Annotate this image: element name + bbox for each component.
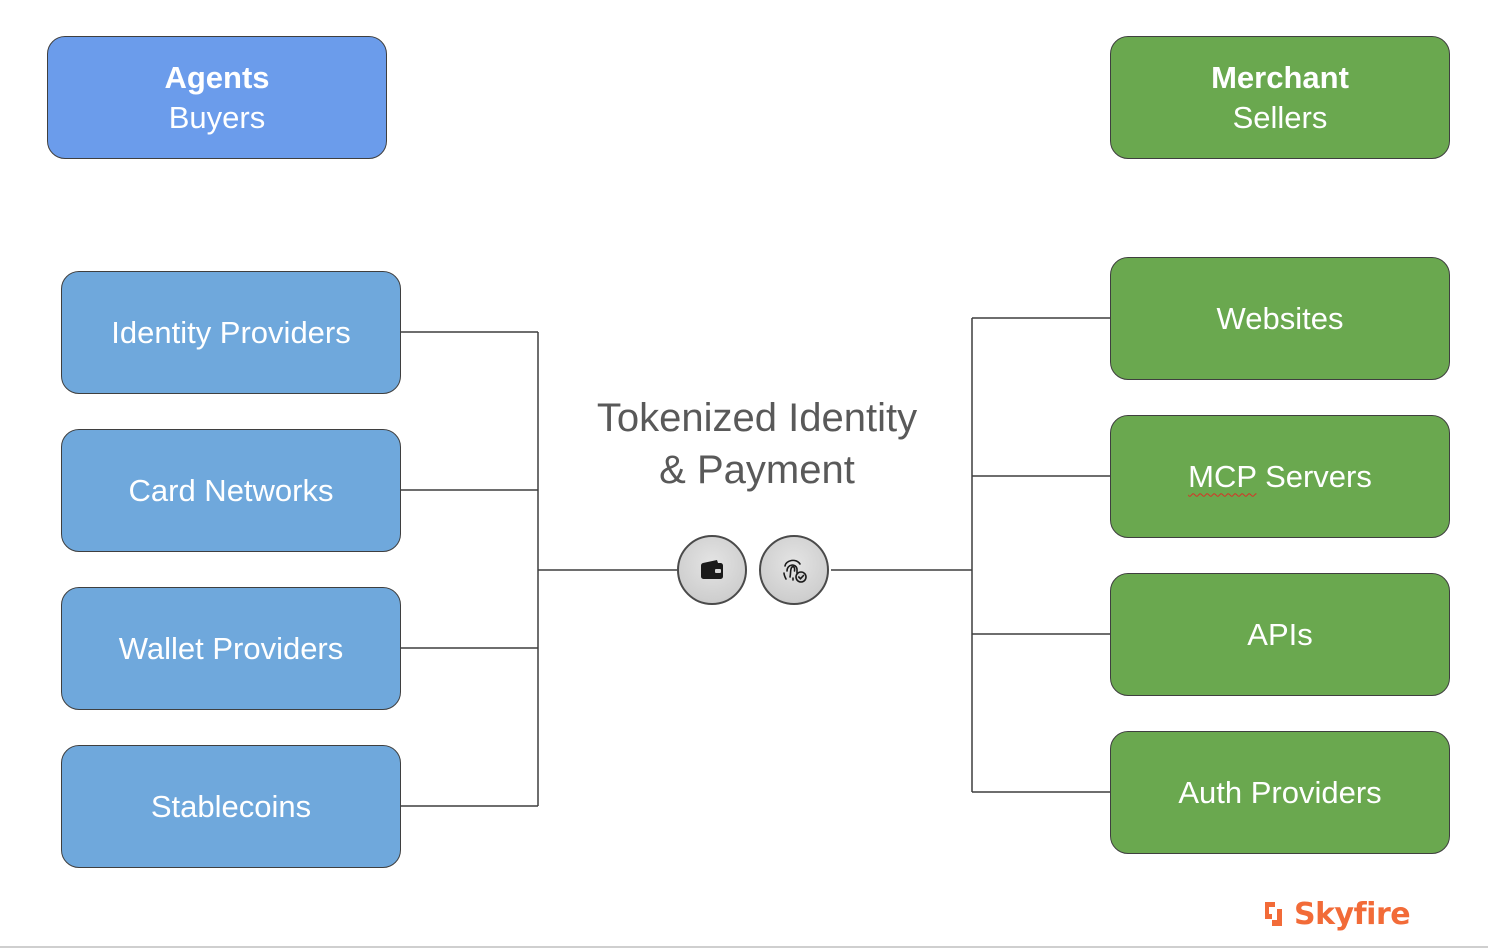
agents-subtitle: Buyers [168, 99, 266, 135]
merchant-subtitle: Sellers [1232, 99, 1328, 135]
card-networks-box: Card Networks [61, 429, 401, 552]
wallet-icon [701, 560, 723, 579]
card-networks-label: Card Networks [128, 472, 334, 508]
bottom-divider [0, 946, 1488, 948]
merchant-title: Merchant [1211, 59, 1349, 95]
identity-providers-box: Identity Providers [61, 271, 401, 394]
mcp-suffix: Servers [1256, 458, 1372, 494]
mcp-servers-box: MCP Servers [1110, 415, 1450, 538]
fingerprint-check-icon [783, 559, 807, 583]
stablecoins-box: Stablecoins [61, 745, 401, 868]
skyfire-logo-text: Skyfire [1294, 896, 1411, 932]
mcp-servers-label: MCP Servers [1188, 457, 1372, 497]
agents-header-box: Agents Buyers [47, 36, 387, 159]
apis-box: APIs [1110, 573, 1450, 696]
center-title-line2: & Payment [659, 448, 855, 492]
mcp-label: MCP [1188, 458, 1257, 494]
wallet-circle [677, 535, 747, 605]
identity-providers-label: Identity Providers [111, 314, 351, 350]
websites-label: Websites [1216, 300, 1344, 336]
auth-providers-box: Auth Providers [1110, 731, 1450, 854]
websites-box: Websites [1110, 257, 1450, 380]
agents-title: Agents [164, 59, 270, 95]
merchant-header-box: Merchant Sellers [1110, 36, 1450, 159]
stablecoins-label: Stablecoins [150, 788, 312, 824]
apis-label: APIs [1247, 616, 1313, 652]
wallet-providers-label: Wallet Providers [118, 630, 344, 666]
auth-providers-label: Auth Providers [1178, 774, 1382, 810]
skyfire-logo: Skyfire [1262, 894, 1411, 934]
wallet-providers-box: Wallet Providers [61, 587, 401, 710]
fingerprint-circle [759, 535, 829, 605]
center-title: Tokenized Identity & Payment [557, 392, 957, 496]
skyfire-logo-icon [1265, 902, 1282, 926]
center-title-line1: Tokenized Identity [596, 396, 918, 440]
